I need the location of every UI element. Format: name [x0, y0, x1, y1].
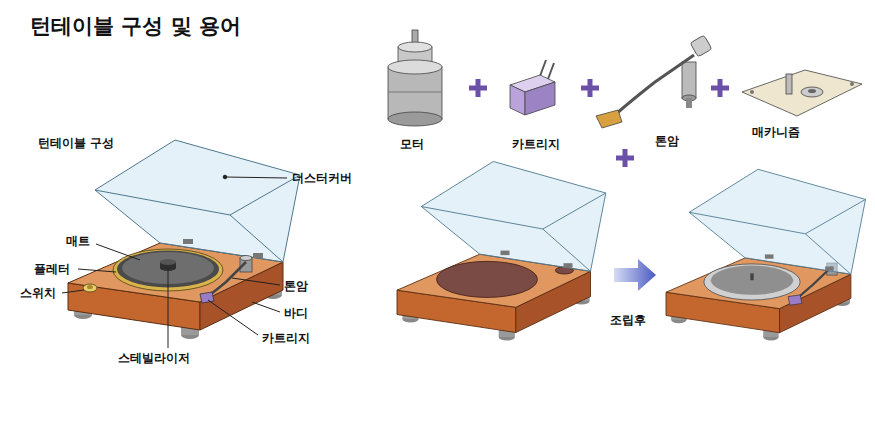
part-label: 매트: [66, 234, 90, 248]
part-label: 톤암: [284, 279, 308, 293]
component-label: 카트리지: [512, 137, 560, 151]
component-label: 모터: [400, 137, 424, 151]
part-label: 바디: [284, 306, 308, 320]
part-label: 카트리지: [262, 331, 310, 345]
title: 턴테이블 구성 및 용어: [30, 14, 241, 39]
component-label: 매카니즘: [752, 125, 800, 139]
part-label: 더스터커버: [292, 171, 352, 185]
component-label: 톤암: [655, 134, 679, 148]
part-label: 스위치: [20, 286, 56, 300]
part-label: 플레터: [34, 262, 70, 276]
step-label: 조립후: [610, 313, 646, 327]
subheading: 턴테이블 구성: [38, 136, 114, 150]
part-label: 스테빌라이저: [118, 351, 190, 365]
